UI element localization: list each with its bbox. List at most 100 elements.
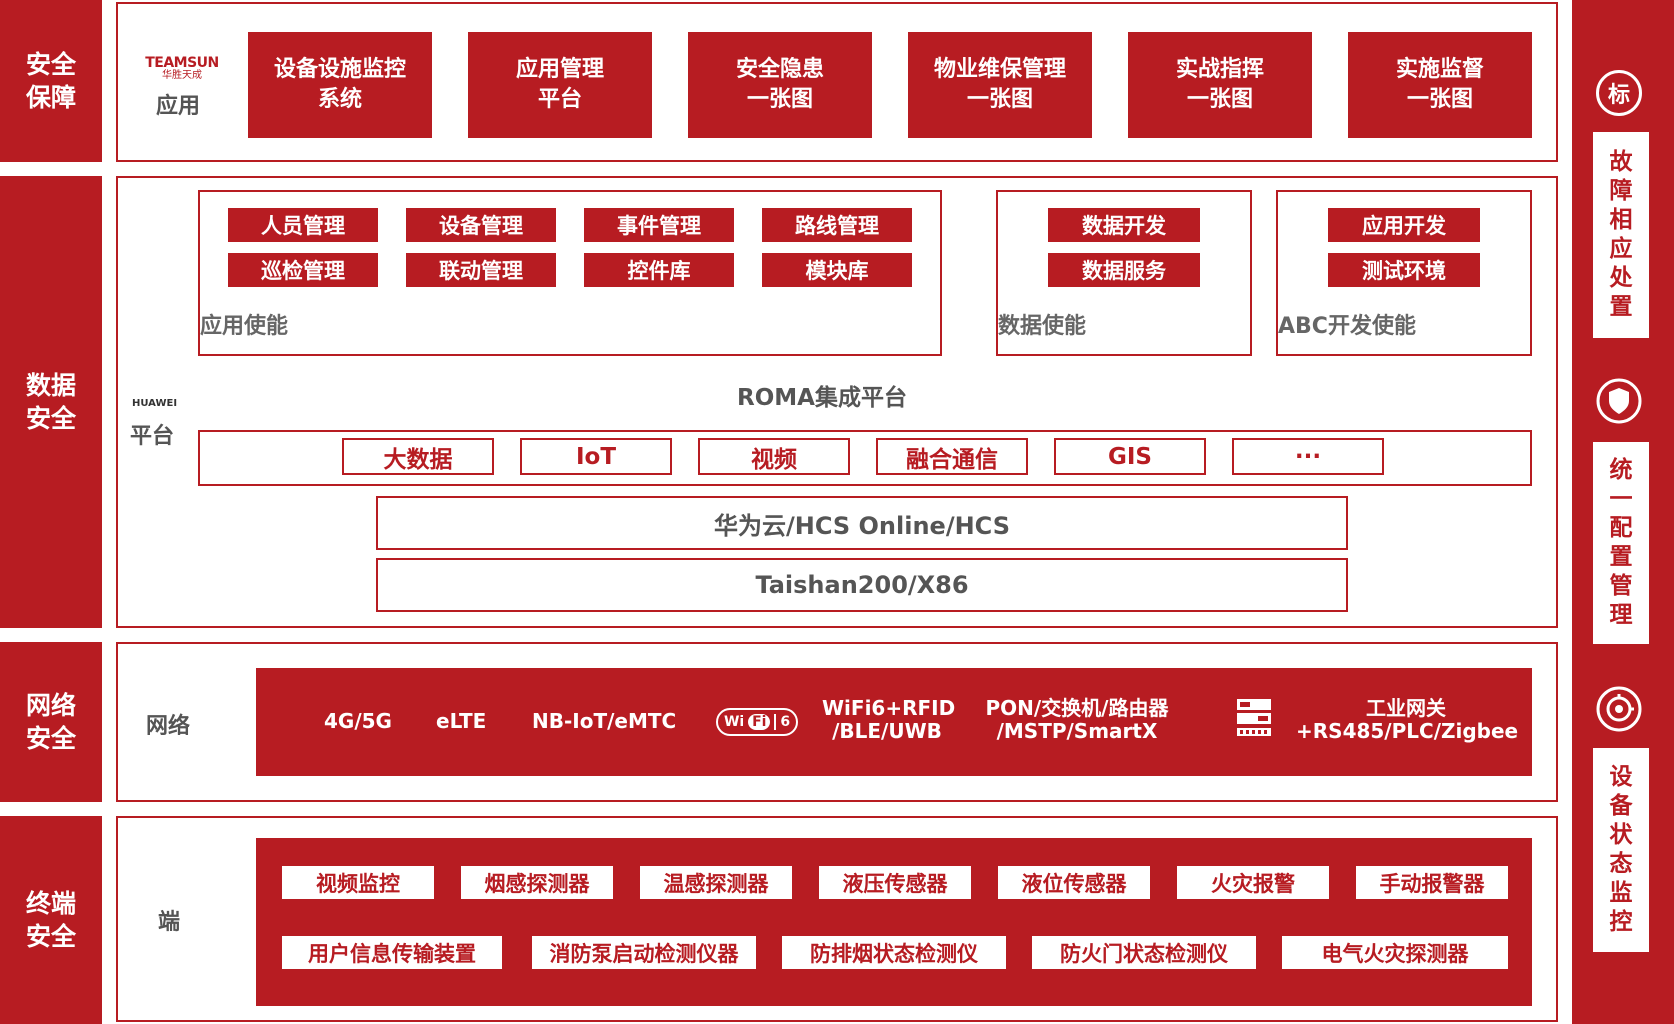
terminal-smoke-detector[interactable]: 烟感探测器 <box>461 866 613 899</box>
terminal-hydraulic-sensor[interactable]: 液压传感器 <box>819 866 971 899</box>
standard-icon: 标 <box>1596 70 1642 116</box>
unified-config-char: 配 <box>1609 515 1633 541</box>
fault-response-char: 置 <box>1609 294 1633 320</box>
teamsun-logo-sub: 华胜天成 <box>162 70 202 81</box>
roma-item-iot[interactable]: IoT <box>520 438 672 475</box>
net-item-gateway: 工业网关 +RS485/PLC/Zigbee <box>1296 697 1518 743</box>
security-network-line2: 安全 <box>25 724 76 753</box>
roma-item-gis[interactable]: GIS <box>1054 438 1206 475</box>
wifi6-icon: Wi Fi 6 <box>716 708 798 736</box>
terminal-user-info-device[interactable]: 用户信息传输装置 <box>282 936 502 969</box>
network-layer: 网络 4G/5G eLTE NB-IoT/eMTC Wi Fi 6 WiFi6+… <box>116 642 1558 802</box>
fault-response-box: 故 障 相 应 处 置 <box>1593 132 1649 338</box>
data-enable-caption: 数据使能 <box>998 314 1087 339</box>
chip-personnel-management[interactable]: 人员管理 <box>228 208 378 242</box>
security-network-line1: 网络 <box>25 691 76 720</box>
terminal-fire-alarm[interactable]: 火灾报警 <box>1177 866 1329 899</box>
platform-layer: HUAWEI 平台 人员管理 设备管理 事件管理 路线管理 巡检管理 联动管理 … <box>116 176 1558 628</box>
app-enable-box: 人员管理 设备管理 事件管理 路线管理 巡检管理 联动管理 控件库 模块库 应用… <box>198 190 942 356</box>
net-item-wifi6-line2: /BLE/UWB <box>832 719 942 743</box>
app-enable-caption: 应用使能 <box>200 314 289 339</box>
fault-response-char: 相 <box>1609 207 1633 233</box>
app-tile-app-management[interactable]: 应用管理平台 <box>468 32 652 138</box>
terminal-smoke-exhaust-detector[interactable]: 防排烟状态检测仪 <box>782 936 1006 969</box>
app-tile-line1: 设备设施监控 <box>273 57 406 82</box>
terminal-video-monitoring[interactable]: 视频监控 <box>282 866 434 899</box>
unified-config-box: 统 一 配 置 管 理 <box>1593 442 1649 644</box>
app-tile-property-maintenance-map[interactable]: 物业维保管理一张图 <box>908 32 1092 138</box>
device-status-char: 状 <box>1609 822 1633 848</box>
terminal-manual-alarm[interactable]: 手动报警器 <box>1356 866 1508 899</box>
app-tile-line2: 一张图 <box>966 87 1033 112</box>
chip-data-development[interactable]: 数据开发 <box>1048 208 1200 242</box>
chip-module-library[interactable]: 模块库 <box>762 253 912 287</box>
security-terminal-line2: 安全 <box>25 922 76 951</box>
unified-config-char: 理 <box>1609 602 1633 628</box>
roma-item-bigdata[interactable]: 大数据 <box>342 438 494 475</box>
app-tile-line2: 系统 <box>317 87 362 112</box>
terminal-fire-door-detector[interactable]: 防火门状态检测仪 <box>1032 936 1256 969</box>
network-band: 4G/5G eLTE NB-IoT/eMTC Wi Fi 6 WiFi6+RFI… <box>256 668 1532 776</box>
app-tile-line1: 实战指挥 <box>1175 57 1264 82</box>
unified-config-char: 置 <box>1609 544 1633 570</box>
chip-test-environment[interactable]: 测试环境 <box>1328 253 1480 287</box>
fault-response-char: 故 <box>1609 149 1633 175</box>
device-status-char: 控 <box>1609 909 1633 935</box>
chip-route-management[interactable]: 路线管理 <box>762 208 912 242</box>
security-terminal-line1: 终端 <box>25 889 76 918</box>
app-tile-line2: 一张图 <box>1186 87 1253 112</box>
security-data-line2: 安全 <box>25 404 76 433</box>
device-status-char: 态 <box>1609 851 1633 877</box>
chip-linkage-management[interactable]: 联动管理 <box>406 253 556 287</box>
roma-item-video[interactable]: 视频 <box>698 438 850 475</box>
security-network: 网络安全 <box>0 642 102 802</box>
fault-response-char: 障 <box>1609 178 1633 204</box>
chip-widget-library[interactable]: 控件库 <box>584 253 734 287</box>
terminal-electrical-fire-detector[interactable]: 电气火灾探测器 <box>1282 936 1508 969</box>
terminal-fire-pump-detector[interactable]: 消防泵启动检测仪器 <box>532 936 756 969</box>
device-status-char: 备 <box>1609 793 1633 819</box>
app-tile-line2: 一张图 <box>746 87 813 112</box>
app-tile-supervision-map[interactable]: 实施监督一张图 <box>1348 32 1532 138</box>
roma-item-more[interactable]: ··· <box>1232 438 1384 475</box>
security-app-line2: 保障 <box>25 83 76 112</box>
app-layer-label: 应用 <box>156 94 201 119</box>
unified-config-char: 统 <box>1609 457 1633 483</box>
abc-enable-box: 应用开发 测试环境 ABC开发使能 <box>1276 190 1532 356</box>
roma-box: 大数据 IoT 视频 融合通信 GIS ··· <box>198 430 1532 486</box>
terminal-band: 视频监控 烟感探测器 温感探测器 液压传感器 液位传感器 火灾报警 手动报警器 … <box>256 838 1532 1006</box>
device-status-char: 设 <box>1609 764 1633 790</box>
chip-event-management[interactable]: 事件管理 <box>584 208 734 242</box>
teamsun-logo: TEAMSUN 华胜天成 <box>132 56 232 82</box>
chip-inspection-management[interactable]: 巡检管理 <box>228 253 378 287</box>
chip-app-development[interactable]: 应用开发 <box>1328 208 1480 242</box>
platform-layer-label: 平台 <box>130 424 175 449</box>
app-layer: TEAMSUN 华胜天成 应用 设备设施监控系统 应用管理平台 安全隐患一张图 … <box>116 2 1558 162</box>
app-tile-facility-monitoring[interactable]: 设备设施监控系统 <box>248 32 432 138</box>
network-layer-label: 网络 <box>146 714 191 739</box>
huawei-logo: HUAWEI <box>132 398 178 409</box>
net-item-elte: eLTE <box>436 709 487 733</box>
security-app: 安全保障 <box>0 0 102 162</box>
unified-config-char: 一 <box>1609 486 1633 512</box>
app-tile-line1: 应用管理 <box>515 57 604 82</box>
data-enable-box: 数据开发 数据服务 数据使能 <box>996 190 1252 356</box>
net-item-wifi6-line1: WiFi6+RFID <box>822 696 956 720</box>
net-item-pon-line1: PON/交换机/路由器 <box>985 696 1169 720</box>
security-terminal: 终端安全 <box>0 816 102 1024</box>
app-tile-line1: 物业维保管理 <box>933 57 1066 82</box>
chip-device-management[interactable]: 设备管理 <box>406 208 556 242</box>
terminal-level-sensor[interactable]: 液位传感器 <box>998 866 1150 899</box>
device-monitor-icon <box>1596 686 1642 732</box>
net-item-pon: PON/交换机/路由器 /MSTP/SmartX <box>982 697 1172 743</box>
app-tile-command-map[interactable]: 实战指挥一张图 <box>1128 32 1312 138</box>
security-app-line1: 安全 <box>25 50 76 79</box>
app-tile-line1: 实施监督 <box>1395 57 1484 82</box>
unified-config-char: 管 <box>1609 573 1633 599</box>
terminal-layer-label: 端 <box>158 910 181 935</box>
terminal-heat-detector[interactable]: 温感探测器 <box>640 866 792 899</box>
shield-icon <box>1596 378 1642 424</box>
chip-data-service[interactable]: 数据服务 <box>1048 253 1200 287</box>
app-tile-safety-hazard-map[interactable]: 安全隐患一张图 <box>688 32 872 138</box>
roma-item-converged-comm[interactable]: 融合通信 <box>876 438 1028 475</box>
